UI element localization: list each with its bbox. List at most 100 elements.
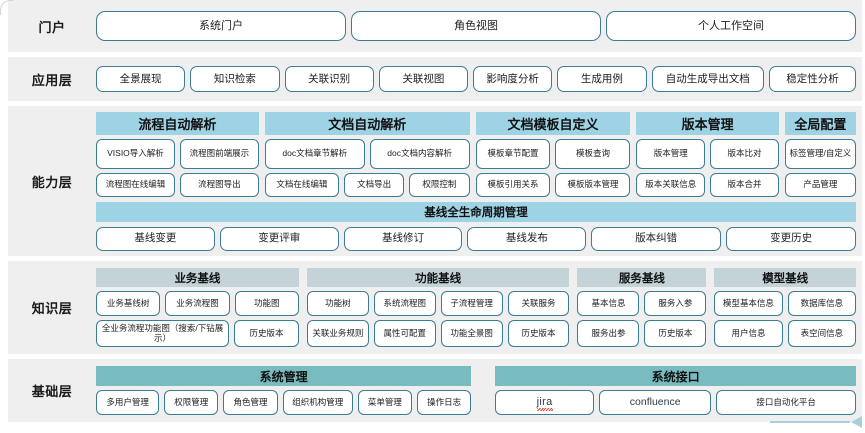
knowledge-group-model: 模型基线 模型基本信息 数据库信息 用户信息 表空间信息 [714,268,856,347]
capability-group-title-3: 版本管理 [636,111,779,135]
knowledge-group-business: 业务基线 业务基线树 业务流程图 功能图 全业务流程功能图（搜索/下钻展示） 历… [96,268,299,347]
knowledge-item-fn-3[interactable]: 关联服务 [507,291,570,316]
layer-label-capability: 能力层 [31,174,73,190]
capability-group-title-0: 流程自动解析 [96,111,259,135]
application-items-row: 全景展现 知识检索 关联识别 关联视图 影响度分析 生成用例 自动生成导出文档 … [96,66,856,92]
capability-item-doc-0[interactable]: doc文档章节解析 [264,138,365,169]
knowledge-item-biz-0[interactable]: 业务基线树 [96,291,161,316]
capability-item-flow-0[interactable]: VISIO导入解析 [96,138,175,169]
application-item-2[interactable]: 关联识别 [284,66,374,92]
capability-item-ver-1[interactable]: 版本比对 [710,138,779,169]
knowledge-group-title-2: 服务基线 [577,268,707,287]
capability-group-global: 全局配置 标签管理/自定义 产品管理 [784,111,856,197]
knowledge-item-fn-7[interactable]: 历史版本 [507,320,570,347]
knowledge-item-fn-6[interactable]: 功能全景图 [440,320,503,347]
capability-item-doc-1[interactable]: doc文档内容解析 [369,138,470,169]
foundation-item-sys-1[interactable]: 权限管理 [164,390,219,415]
knowledge-item-svc-3[interactable]: 历史版本 [644,320,707,347]
layer-foundation: 基础层 系统管理 多用户管理 权限管理 角色管理 组织机构管理 菜单管理 操作日… [8,359,862,422]
capability-item-glb-0[interactable]: 标签管理/自定义 [784,138,856,169]
baseline-item-5[interactable]: 变更历史 [726,226,857,251]
capability-item-flow-2[interactable]: 流程图在线编辑 [96,172,175,197]
knowledge-item-mdl-1[interactable]: 数据库信息 [787,291,856,316]
layer-label-application: 应用层 [31,72,73,88]
capability-group-title-1: 文档自动解析 [264,111,470,135]
foundation-group-sysmgmt: 系统管理 多用户管理 权限管理 角色管理 组织机构管理 菜单管理 操作日志 [96,366,472,415]
baseline-item-0[interactable]: 基线变更 [96,226,215,251]
foundation-group-sysapi: 系统接口 jira confluence 接口自动化平台 [495,366,856,415]
baseline-item-3[interactable]: 基线发布 [467,226,587,251]
foundation-item-confluence[interactable]: confluence [598,390,712,415]
knowledge-item-mdl-3[interactable]: 表空间信息 [787,320,856,347]
foundation-group-title-1: 系统接口 [495,366,856,386]
foundation-item-api-platform[interactable]: 接口自动化平台 [716,390,856,415]
knowledge-group-title-1: 功能基线 [306,268,570,287]
application-item-0[interactable]: 全景展现 [96,66,186,92]
knowledge-item-biz-1[interactable]: 业务流程图 [165,291,230,316]
application-item-7[interactable]: 稳定性分析 [769,66,856,92]
application-item-3[interactable]: 关联视图 [378,66,469,92]
capability-group-flow: 流程自动解析 VISIO导入解析 流程图前端展示 流程图在线编辑 流程图导出 [96,111,259,197]
knowledge-item-fn-4[interactable]: 关联业务规则 [306,320,369,347]
capability-item-ver-2[interactable]: 版本关联信息 [636,172,706,197]
knowledge-item-biz-4[interactable]: 历史版本 [234,320,299,347]
capability-item-ver-0[interactable]: 版本管理 [636,138,706,169]
baseline-item-1[interactable]: 变更评审 [219,226,339,251]
knowledge-item-svc-0[interactable]: 基本信息 [577,291,640,316]
capability-item-tpl-3[interactable]: 模板版本管理 [555,172,631,197]
foundation-item-sys-2[interactable]: 角色管理 [223,390,278,415]
layer-label-foundation: 基础层 [31,384,73,399]
capability-item-doc-3[interactable]: 文档导出 [343,172,405,197]
baseline-lifecycle-row: 基线变更 变更评审 基线修订 基线发布 版本纠错 变更历史 [96,226,857,251]
knowledge-item-biz-2[interactable]: 功能图 [234,291,299,316]
layer-capability: 能力层 流程自动解析 VISIO导入解析 流程图前端展示 流程图在线编辑 流程图… [8,106,862,256]
capability-item-flow-3[interactable]: 流程图导出 [179,172,259,197]
capability-item-flow-1[interactable]: 流程图前端展示 [179,138,259,169]
foundation-item-sys-0[interactable]: 多用户管理 [96,390,160,415]
capability-item-glb-1[interactable]: 产品管理 [784,172,856,197]
knowledge-item-svc-2[interactable]: 服务出参 [577,320,640,347]
application-item-5[interactable]: 生成用例 [557,66,647,92]
knowledge-group-title-3: 模型基线 [714,268,856,287]
portal-item-0[interactable]: 系统门户 [96,11,346,41]
application-item-4[interactable]: 影响度分析 [473,66,553,92]
jira-label: jira [536,396,553,411]
knowledge-item-mdl-2[interactable]: 用户信息 [714,320,783,347]
capability-item-tpl-0[interactable]: 模板章节配置 [475,138,551,169]
baseline-item-2[interactable]: 基线修订 [343,226,463,251]
capability-item-tpl-1[interactable]: 模板查询 [555,138,631,169]
knowledge-item-mdl-0[interactable]: 模型基本信息 [714,291,783,316]
foundation-item-sys-3[interactable]: 组织机构管理 [282,390,353,415]
foundation-item-sys-5[interactable]: 操作日志 [416,390,472,415]
capability-group-version: 版本管理 版本管理 版本比对 版本关联信息 版本合并 [636,111,779,197]
capability-item-ver-3[interactable]: 版本合并 [710,172,779,197]
baseline-item-4[interactable]: 版本纠错 [591,226,722,251]
knowledge-item-fn-1[interactable]: 系统流程图 [373,291,436,316]
knowledge-item-fn-5[interactable]: 属性可配置 [373,320,436,347]
portal-items-row: 系统门户 角色视图 个人工作空间 [96,11,856,41]
knowledge-item-fn-2[interactable]: 子流程管理 [440,291,503,316]
portal-item-1[interactable]: 角色视图 [351,11,601,41]
knowledge-group-title-0: 业务基线 [96,268,299,287]
capability-item-doc-2[interactable]: 文档在线编辑 [264,172,339,197]
layer-label-portal: 门户 [38,19,66,35]
application-item-1[interactable]: 知识检索 [190,66,280,92]
knowledge-item-biz-3[interactable]: 全业务流程功能图（搜索/下钻展示） [96,320,230,347]
confluence-label: confluence [629,396,681,409]
layer-application: 应用层 全景展现 知识检索 关联识别 关联视图 影响度分析 生成用例 自动生成导… [8,57,862,101]
foundation-item-sys-4[interactable]: 菜单管理 [357,390,412,415]
portal-item-2[interactable]: 个人工作空间 [606,11,856,41]
foundation-groups-row: 系统管理 多用户管理 权限管理 角色管理 组织机构管理 菜单管理 操作日志 系统… [96,366,856,415]
corner-decoration [0,0,13,15]
layer-portal: 门户 系统门户 角色视图 个人工作空间 [8,0,862,52]
knowledge-item-fn-0[interactable]: 功能树 [306,291,369,316]
layer-knowledge: 知识层 业务基线 业务基线树 业务流程图 功能图 全业务流程功能图（搜索/下钻展… [8,261,862,354]
foundation-item-jira[interactable]: jira [495,390,594,415]
knowledge-item-svc-1[interactable]: 服务入参 [644,291,707,316]
capability-item-tpl-2[interactable]: 模板引用关系 [475,172,551,197]
application-item-6[interactable]: 自动生成导出文档 [651,66,765,92]
capability-group-title-2: 文档模板自定义 [475,111,631,135]
capability-group-title-4: 全局配置 [784,111,856,135]
capability-item-doc-4[interactable]: 权限控制 [409,172,470,197]
